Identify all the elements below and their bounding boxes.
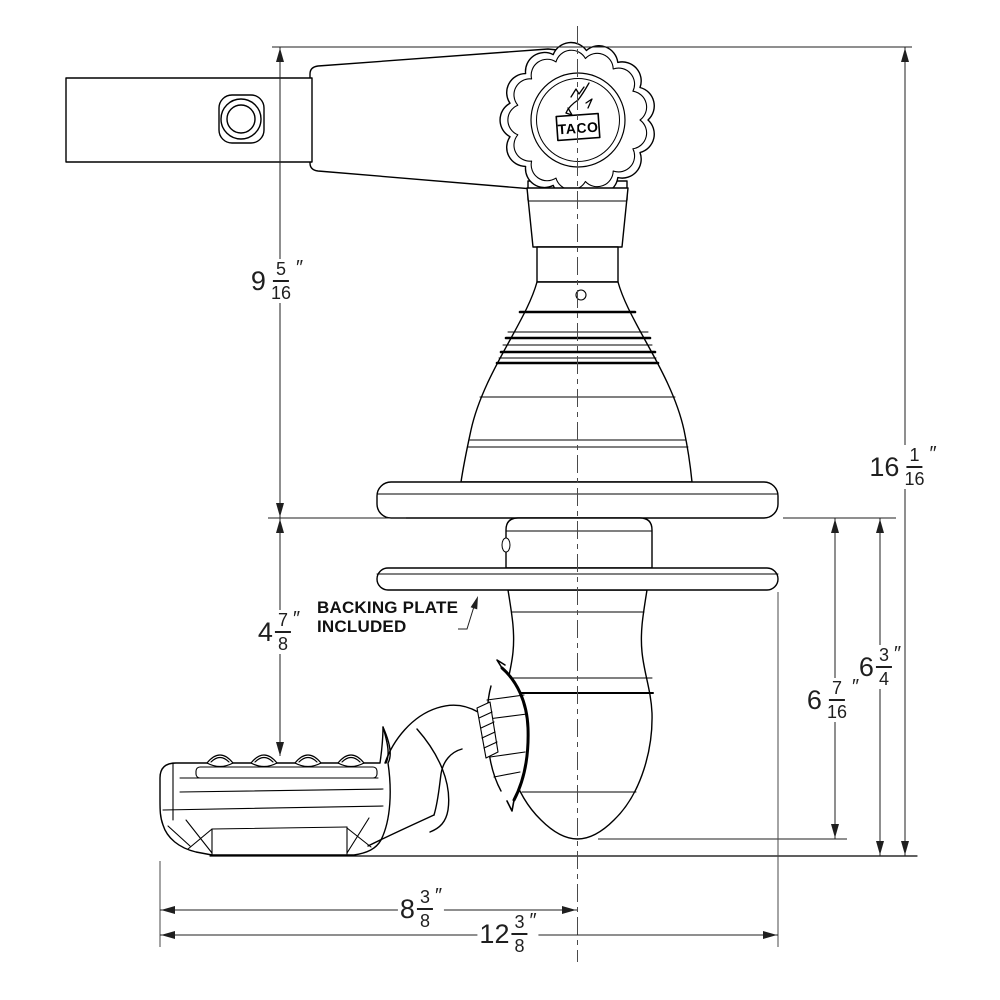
backing-plate-note-line2: INCLUDED — [317, 616, 407, 636]
mount-base — [159, 726, 391, 856]
bell-housing — [460, 281, 693, 483]
dimension-arrows — [161, 48, 909, 939]
knob-neck — [526, 187, 629, 283]
tube-nut — [218, 94, 265, 144]
backing-plate-note: BACKING PLATE INCLUDED — [317, 598, 459, 637]
mount-bolts — [206, 754, 365, 768]
rod-tube — [65, 77, 313, 163]
gimbal-clamp — [476, 659, 530, 812]
flange-boss — [501, 517, 653, 569]
set-screw-hole — [575, 289, 587, 301]
backing-plate-note-line1: BACKING PLATE — [317, 598, 459, 617]
taco-logo-text: TACO — [557, 119, 599, 138]
support-arm — [367, 704, 479, 847]
clamp-hinge — [476, 701, 499, 759]
